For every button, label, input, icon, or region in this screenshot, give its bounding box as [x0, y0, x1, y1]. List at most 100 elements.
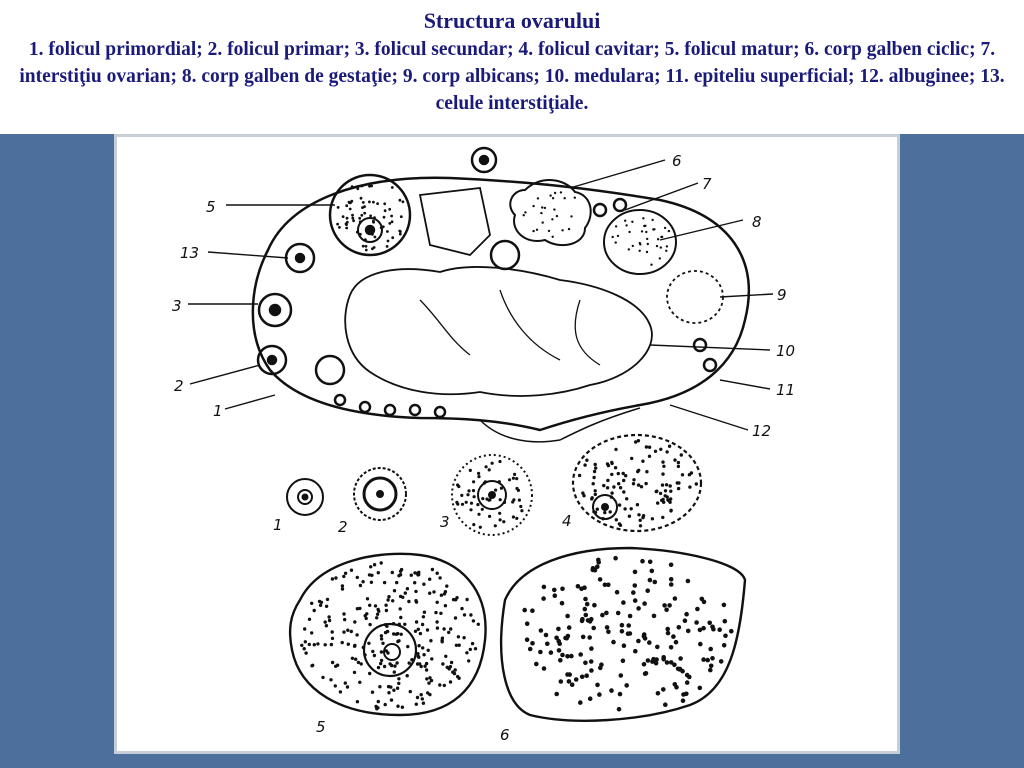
cell-dot [647, 559, 653, 565]
cell-dot [346, 642, 350, 646]
cell-dot [695, 606, 700, 612]
figure-frame [114, 134, 900, 754]
cell-dot [383, 623, 388, 627]
cell-dot [614, 589, 620, 595]
cell-dot [395, 580, 399, 585]
cell-dot [623, 507, 627, 511]
cell-dot [541, 206, 544, 209]
cell-dot [442, 683, 446, 688]
cell-dot [384, 649, 389, 653]
cell-dot [372, 563, 377, 567]
cell-dot [456, 483, 460, 487]
cell-dot [364, 238, 367, 242]
cell-dot [434, 610, 438, 615]
cell-dot [616, 471, 620, 476]
cell-dot [435, 571, 439, 575]
label-3: 3 [172, 297, 182, 315]
cell-dot [622, 478, 626, 483]
cell-dot [645, 230, 648, 234]
cell-dot [606, 629, 611, 635]
cell-dot [355, 575, 359, 580]
cell-dot [359, 232, 362, 236]
cell-dot [372, 653, 377, 658]
cell-dot [541, 221, 544, 224]
cell-dot [307, 617, 312, 621]
cell-dot [627, 248, 630, 251]
cell-dot [591, 482, 595, 486]
cell-dot [478, 525, 482, 529]
cell-dot [584, 601, 590, 607]
cell-dot [399, 230, 402, 234]
cell-dot [396, 704, 400, 708]
cell-dot [511, 476, 515, 480]
cell-dot [585, 458, 589, 462]
cell-dot [675, 481, 679, 485]
cell-dot [432, 590, 436, 594]
cell-dot [535, 228, 539, 231]
cell-dot [483, 480, 487, 484]
cell-dot [699, 596, 705, 602]
cell-dot [645, 470, 649, 474]
cell-dot [372, 200, 375, 204]
label-9: 9 [777, 286, 787, 304]
cell-dot [556, 648, 562, 653]
cell-dot [564, 635, 569, 641]
cell-dot [396, 631, 400, 636]
cell-dot [350, 656, 355, 660]
cell-dot [628, 230, 631, 234]
cell-dot [645, 250, 649, 254]
cell-dot [587, 619, 593, 624]
cell-dot [578, 700, 583, 705]
cell-dot [676, 464, 681, 469]
cell-dot [605, 486, 610, 490]
cell-dot [722, 618, 728, 624]
cell-dot [519, 504, 523, 509]
cell-dot [373, 235, 377, 239]
cell-dot [573, 677, 579, 682]
cell-dot [499, 486, 503, 490]
cell-dot [624, 219, 627, 222]
cell-dot [708, 663, 714, 669]
cell-dot [541, 596, 546, 601]
cell-dot [678, 656, 683, 661]
cell-dot [718, 659, 724, 664]
cell-dot [676, 625, 682, 630]
cell-dot [379, 561, 383, 565]
cell-dot [316, 642, 320, 646]
cell-dot [401, 200, 405, 204]
cell-dot [426, 648, 430, 652]
cell-dot [415, 662, 420, 666]
cell-dot [340, 587, 345, 591]
cell-dot [645, 588, 650, 593]
cell-dot [465, 597, 469, 602]
cell-dot [688, 485, 692, 489]
cell-dot [647, 454, 652, 458]
cell-dot [554, 691, 559, 697]
cell-dot [368, 671, 372, 676]
cell-dot [465, 651, 469, 655]
cell-dot [611, 235, 614, 239]
cell-dot [379, 658, 384, 663]
cell-dot [581, 491, 585, 495]
cell-dot [441, 662, 445, 666]
cell-dot [723, 633, 728, 639]
cell-dot [469, 613, 473, 617]
cell-dot [589, 668, 594, 673]
cell-dot [632, 478, 636, 482]
cell-dot [618, 486, 623, 490]
cell-dot [569, 682, 575, 687]
cell-dot [440, 638, 444, 643]
cell-dot [513, 472, 517, 476]
cell-dot [403, 591, 407, 595]
cell-dot [349, 568, 354, 572]
cell-dot [697, 685, 703, 691]
cell-dot [613, 466, 618, 470]
cell-dot [618, 523, 623, 527]
cell-dot [653, 660, 659, 666]
cell-dot [664, 483, 669, 487]
cell-dot [697, 627, 703, 633]
cell-dot [707, 620, 712, 626]
cell-dot [698, 641, 703, 647]
cell-dot [448, 665, 453, 669]
cell-dot [395, 661, 399, 665]
